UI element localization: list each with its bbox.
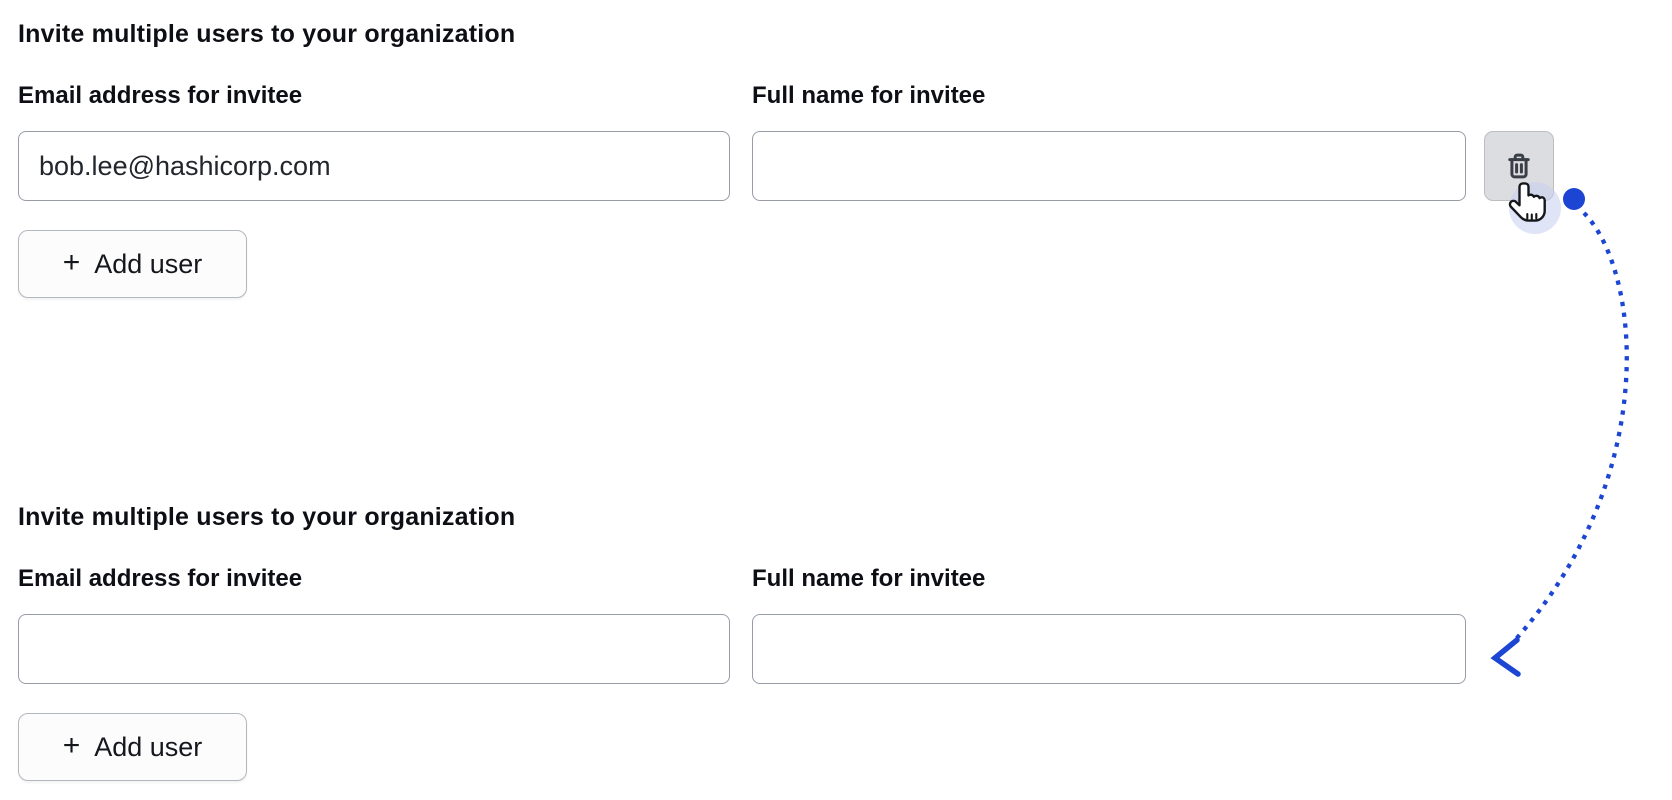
full-name-input[interactable] [752, 131, 1466, 201]
email-input[interactable] [18, 614, 730, 684]
trash-icon [1508, 153, 1530, 179]
add-user-label: Add user [94, 248, 203, 279]
email-label: Email address for invitee [18, 565, 303, 592]
form-heading: Invite multiple users to your organizati… [18, 503, 516, 531]
full-name-label: Full name for invitee [752, 565, 986, 592]
add-user-label: Add user [94, 731, 203, 762]
delete-row-button[interactable] [1484, 131, 1554, 201]
form-heading: Invite multiple users to your organizati… [18, 20, 516, 48]
plus-icon: + [62, 729, 81, 762]
invite-form-after-delete: Invite multiple users to your organizati… [0, 483, 1672, 800]
email-label: Email address for invitee [18, 82, 303, 109]
add-user-button[interactable]: + Add user [18, 713, 247, 781]
full-name-input[interactable] [752, 614, 1466, 684]
add-user-button[interactable]: + Add user [18, 230, 247, 298]
email-input[interactable] [18, 131, 730, 201]
full-name-label: Full name for invitee [752, 82, 986, 109]
plus-icon: + [62, 246, 81, 279]
invite-form-before-delete: Invite multiple users to your organizati… [0, 0, 1672, 320]
